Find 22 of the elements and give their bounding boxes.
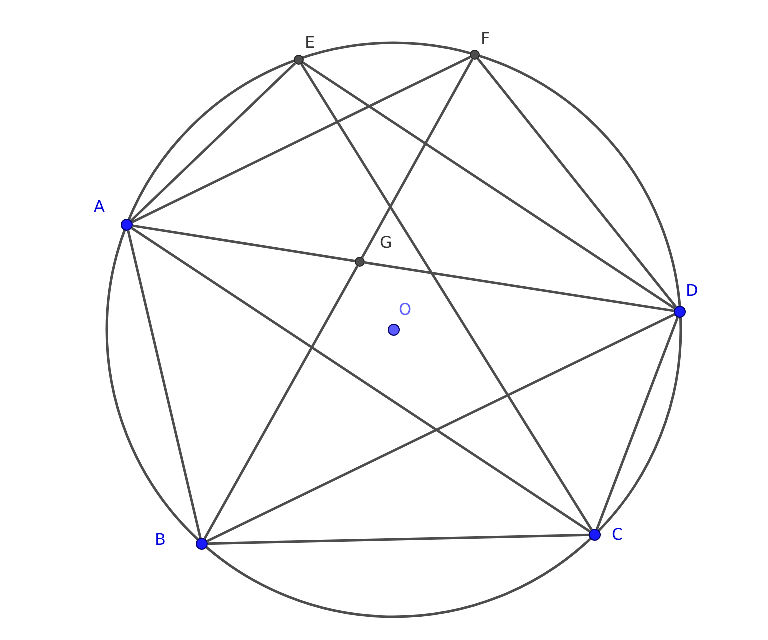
point-label: E bbox=[305, 34, 316, 52]
point-label: F bbox=[481, 30, 490, 48]
line-segment bbox=[208, 534, 590, 546]
line-segment bbox=[204, 266, 359, 540]
point-label: O bbox=[399, 301, 412, 319]
line-segment bbox=[300, 64, 593, 531]
line-segment bbox=[206, 314, 676, 542]
point-label: C bbox=[612, 526, 624, 544]
line-segment bbox=[364, 262, 674, 312]
line-segment bbox=[132, 56, 472, 224]
point-label: G bbox=[380, 234, 392, 252]
point-label: D bbox=[686, 282, 698, 300]
line-segment bbox=[130, 62, 296, 222]
line-segment bbox=[131, 227, 591, 533]
line-segment bbox=[127, 230, 202, 538]
line-segment bbox=[302, 62, 676, 310]
point-label: B bbox=[155, 531, 166, 549]
point-label: A bbox=[94, 198, 105, 216]
line-segment bbox=[477, 58, 678, 308]
line-segment bbox=[596, 317, 680, 530]
line-segment bbox=[132, 224, 356, 262]
line-segment bbox=[361, 58, 474, 258]
